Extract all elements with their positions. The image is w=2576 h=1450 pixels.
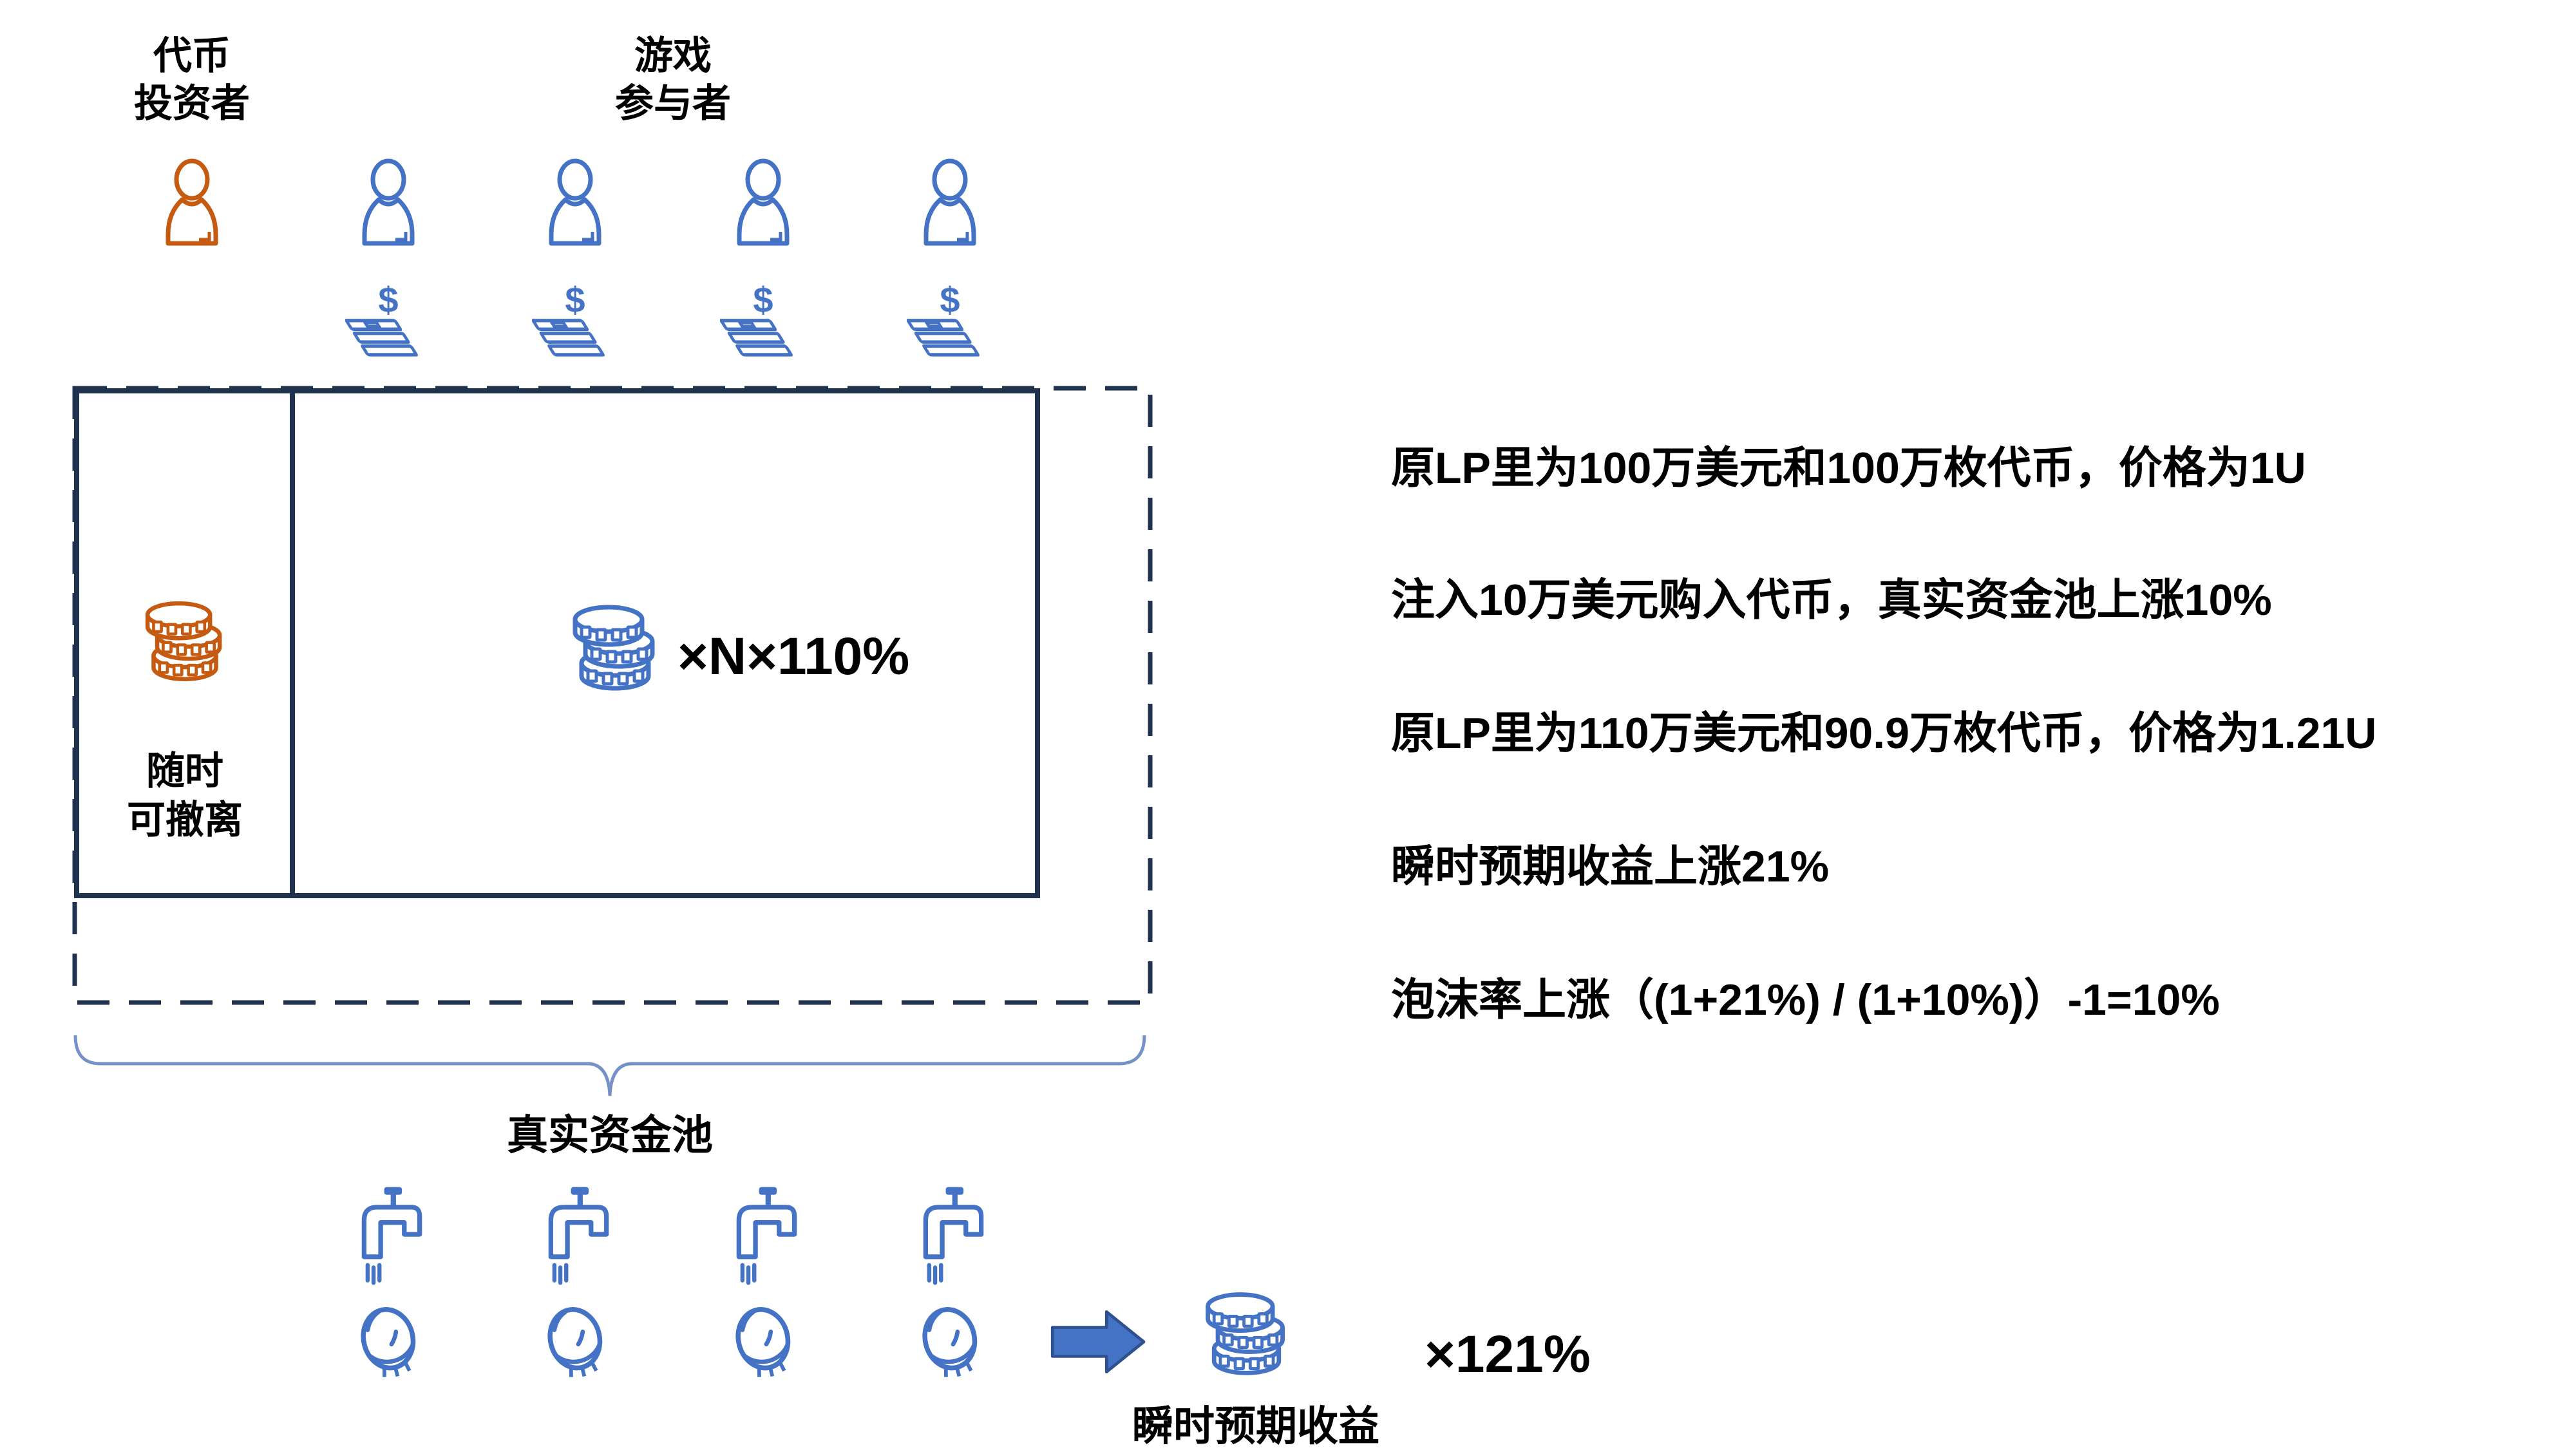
investor-coin-stack-icon — [137, 596, 233, 686]
faucet-icon — [911, 1185, 989, 1285]
note-line-2: 注入10万美元购入代币，真实资金池上涨10% — [1391, 576, 2272, 625]
dollar-icon: $ — [940, 279, 960, 320]
pool-coin-stack-icon — [564, 599, 667, 695]
faucet-icon — [536, 1185, 614, 1285]
game-participants-label: 游戏 参与者 — [615, 34, 731, 125]
pool-box-divider — [290, 393, 295, 893]
cash-stack-icon — [720, 318, 807, 362]
note-line-4: 瞬时预期收益上涨21% — [1391, 842, 1830, 891]
token-investor-label: 代币 投资者 — [134, 34, 250, 125]
final-multiplier-label: ×121% — [1425, 1325, 1591, 1384]
pool-multiplier-label: ×N×110% — [677, 627, 910, 686]
investor-person-icon — [156, 158, 227, 249]
cash-stack-icon — [532, 318, 619, 362]
faucet-icon — [724, 1185, 802, 1285]
note-line-3: 原LP里为110万美元和90.9万枚代币，价格为1.21U — [1391, 709, 2377, 758]
participant-person-icon — [353, 158, 424, 249]
return-coin-stack-icon — [1197, 1286, 1296, 1380]
instant-return-label: 瞬时预期收益 — [1132, 1403, 1379, 1449]
real-pool-label: 真实资金池 — [507, 1112, 713, 1158]
brace-icon — [73, 1035, 1146, 1097]
participant-person-icon — [540, 158, 611, 249]
dollar-icon: $ — [753, 279, 773, 320]
cash-stack-icon — [345, 318, 432, 362]
dollar-icon: $ — [565, 279, 585, 320]
note-line-5: 泡沫率上涨（(1+21%) / (1+10%)）-1=10% — [1391, 975, 2220, 1024]
pool-box — [74, 388, 1040, 898]
dollar-icon: $ — [378, 279, 399, 320]
withdraw-anytime-label: 随时 可撤离 — [127, 749, 243, 842]
cash-stack-icon — [907, 318, 994, 362]
coin-icon — [542, 1301, 609, 1380]
participant-person-icon — [728, 158, 799, 249]
faucet-icon — [350, 1185, 427, 1285]
arrow-right-icon — [1050, 1310, 1146, 1373]
coin-icon — [916, 1301, 984, 1380]
participant-person-icon — [914, 158, 985, 249]
coin-icon — [730, 1301, 797, 1380]
note-line-1: 原LP里为100万美元和100万枚代币，价格为1U — [1391, 444, 2306, 493]
coin-icon — [355, 1301, 422, 1380]
